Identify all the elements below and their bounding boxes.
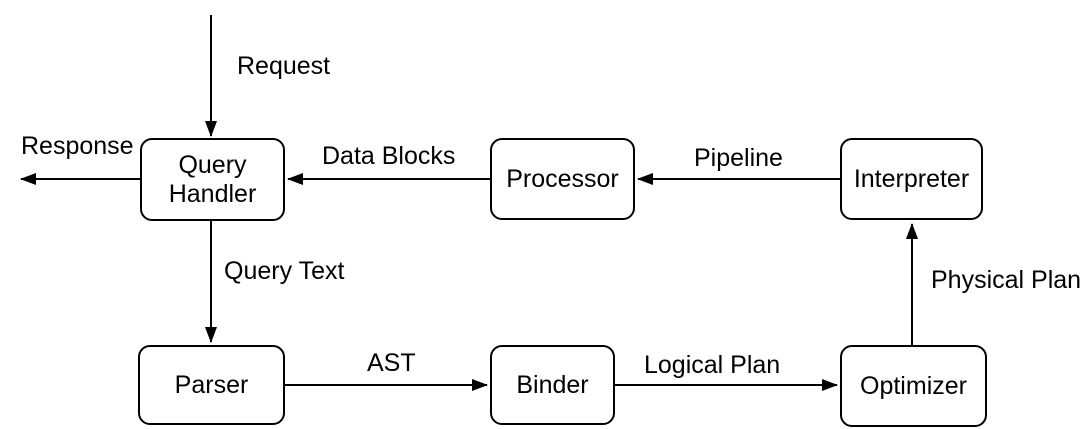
node-query-handler: Query Handler: [140, 138, 285, 221]
edge-label-query-text: Query Text: [224, 257, 345, 286]
node-binder-label: Binder: [516, 370, 589, 399]
edge-label-request: Request: [237, 52, 331, 81]
node-binder: Binder: [490, 345, 615, 425]
node-parser-label: Parser: [174, 370, 249, 399]
node-processor: Processor: [490, 138, 635, 220]
edge-label-data-blocks: Data Blocks: [322, 142, 456, 171]
edge-label-response: Response: [21, 132, 134, 161]
edge-label-pipeline: Pipeline: [694, 144, 783, 173]
node-optimizer: Optimizer: [840, 345, 987, 427]
node-interpreter-label: Interpreter: [853, 164, 970, 193]
edge-label-physical-plan: Physical Plan: [931, 266, 1080, 295]
node-optimizer-label: Optimizer: [860, 371, 967, 400]
edge-label-ast: AST: [367, 349, 416, 378]
node-processor-label: Processor: [506, 164, 619, 193]
node-query-handler-label: Query Handler: [168, 150, 257, 208]
node-parser: Parser: [138, 345, 285, 425]
node-interpreter: Interpreter: [840, 138, 983, 220]
edge-label-logical-plan: Logical Plan: [644, 351, 781, 380]
